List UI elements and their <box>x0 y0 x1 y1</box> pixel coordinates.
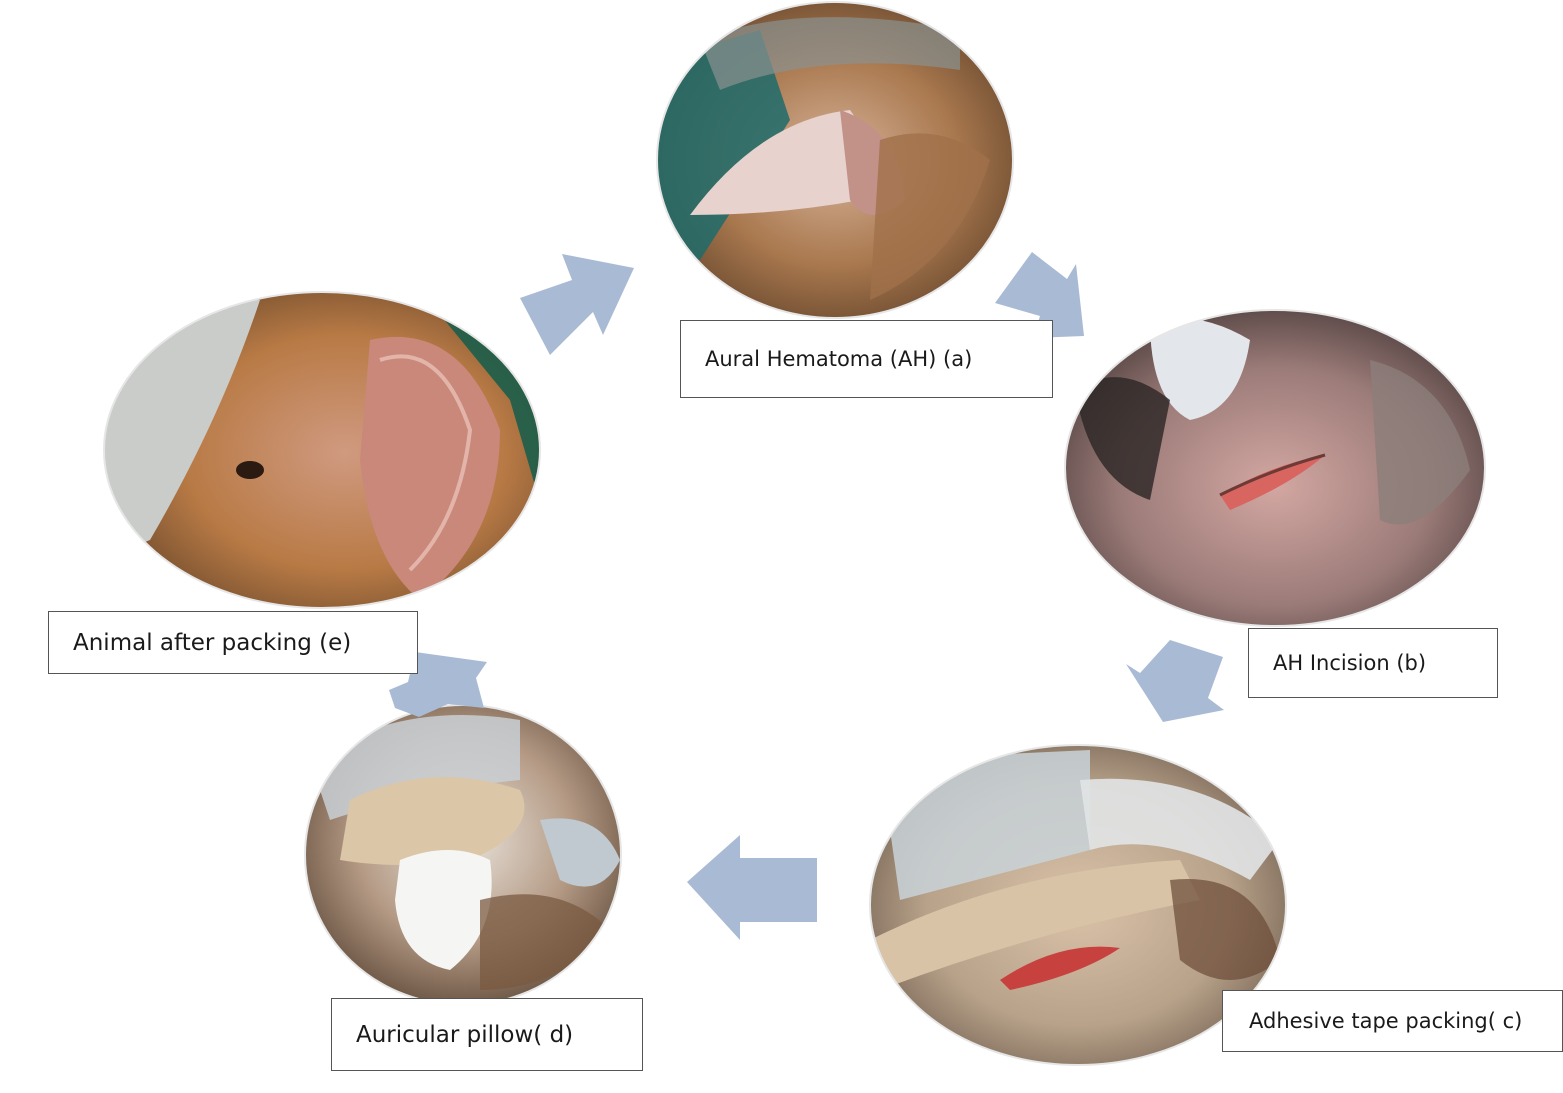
label-adhesive-tape-packing-text: Adhesive tape packing( c) <box>1249 1009 1523 1033</box>
arrow-a-to-b <box>995 252 1084 338</box>
arrow-e-to-a <box>520 254 634 355</box>
photo-ah-incision <box>1064 309 1486 627</box>
photo-adhesive-tape-packing <box>869 744 1287 1066</box>
label-auricular-pillow: Auricular pillow( d) <box>331 998 643 1071</box>
label-animal-after-packing-text: Animal after packing (e) <box>73 629 352 656</box>
label-aural-hematoma: Aural Hematoma (AH) (a) <box>680 320 1053 398</box>
label-auricular-pillow-text: Auricular pillow( d) <box>356 1021 574 1048</box>
photo-auricular-pillow <box>304 704 622 1006</box>
label-ah-incision: AH Incision (b) <box>1248 628 1498 698</box>
label-adhesive-tape-packing: Adhesive tape packing( c) <box>1222 990 1563 1052</box>
label-aural-hematoma-text: Aural Hematoma (AH) (a) <box>705 347 973 371</box>
arrow-c-to-d <box>687 835 817 940</box>
arrow-b-to-c <box>1126 640 1224 722</box>
label-animal-after-packing: Animal after packing (e) <box>48 611 418 674</box>
photo-aural-hematoma <box>656 1 1014 319</box>
label-ah-incision-text: AH Incision (b) <box>1273 651 1427 675</box>
photo-animal-after-packing <box>103 291 541 609</box>
